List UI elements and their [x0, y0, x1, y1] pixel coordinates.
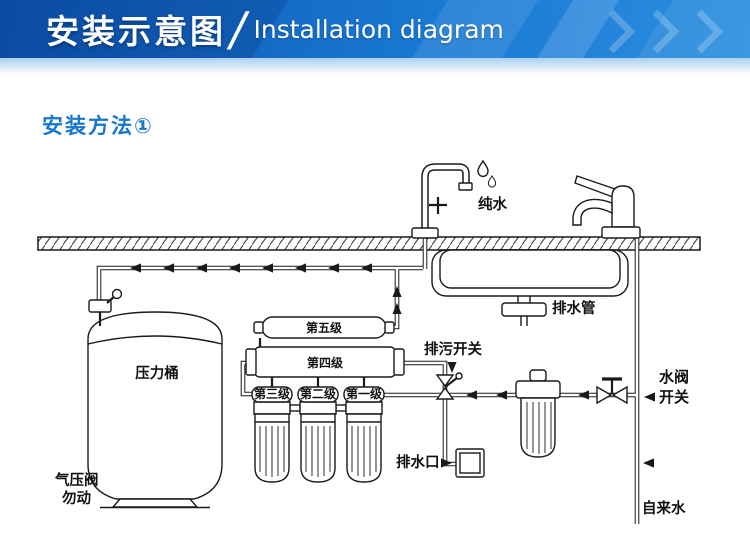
sink — [431, 249, 629, 297]
faucet-handle-icon — [429, 197, 447, 214]
air-valve-label-line2: 勿动 — [61, 489, 91, 507]
inline-filter — [515, 369, 561, 458]
water-valve — [596, 377, 628, 405]
diagram-area: 安装方法① 水阀 开关 — [0, 76, 750, 546]
stage1-label: 第一级 — [346, 386, 382, 401]
air-valve-label-line1: 气压阀 — [54, 471, 99, 489]
pure-water-label: 纯水 — [478, 195, 507, 213]
drain-outlet-box — [455, 448, 485, 478]
stage3-label: 第三级 — [254, 386, 290, 401]
water-drop-icon — [487, 175, 497, 188]
installation-diagram: 纯水 排水管 排污开关 第五级 第四级 第三级 第二级 第一级 压力桶 排水口 … — [37, 160, 701, 546]
pure-water-faucet — [411, 160, 497, 239]
stage2-label: 第二级 — [300, 386, 336, 401]
section-subtitle: 安装方法① — [42, 114, 154, 138]
title-separator: / — [230, 2, 246, 56]
drain-pipe-label: 排水管 — [552, 299, 596, 317]
flush-switch-label: 排污开关 — [424, 340, 482, 358]
pressure-tank — [87, 311, 223, 509]
header-fade-strip — [0, 58, 750, 76]
sink-drain — [501, 296, 547, 326]
kitchen-faucet — [572, 175, 641, 239]
page-title-cn: 安装示意图 — [46, 12, 226, 51]
tank-ball-valve — [88, 288, 123, 326]
diagram-labels: 纯水 排水管 排污开关 第五级 第四级 第三级 第二级 第一级 压力桶 排水口 … — [54, 195, 686, 517]
stage5-label: 第五级 — [306, 320, 342, 335]
filter-unit — [245, 316, 405, 483]
page-title-en: Installation diagram — [253, 14, 504, 44]
stage4-label: 第四级 — [307, 355, 343, 370]
water-drop-icon — [477, 160, 489, 178]
page-title: 安装示意图 / Installation diagram — [46, 5, 504, 53]
tap-water-label: 自来水 — [642, 499, 686, 517]
water-valve-switch-label: 水阀 开关 — [658, 368, 689, 406]
countertop — [37, 236, 701, 251]
pressure-tank-label: 压力桶 — [135, 364, 179, 382]
flush-valve — [435, 372, 463, 400]
drain-outlet-label: 排水口 — [396, 453, 440, 471]
header-banner: 安装示意图 / Installation diagram — [0, 0, 750, 58]
